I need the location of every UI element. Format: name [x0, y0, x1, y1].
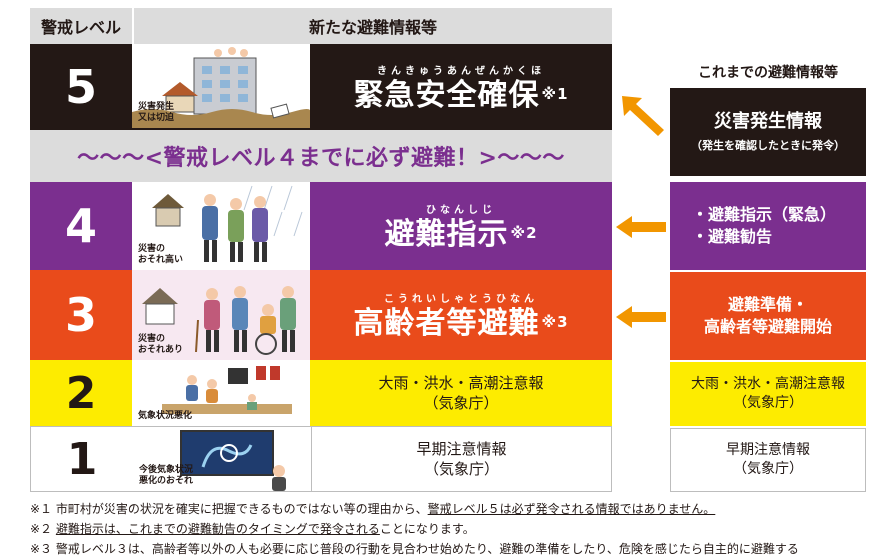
level-2-picture-caption: 気象状況悪化	[138, 411, 193, 421]
level-3-picture-caption: 災害の おそれあり	[138, 334, 184, 355]
level-2-picture: 気象状況悪化	[132, 360, 310, 426]
previous-level-4-line1: ・避難指示（緊急）	[692, 205, 837, 225]
level-5-row: 5 災害発生 又は切迫 きんきゅうあんぜんかくほ 緊急安全確保※1	[30, 44, 612, 130]
previous-level-1-info: 早期注意情報 （気象庁）	[670, 428, 866, 492]
level-4-ruby: ひなんしじ	[426, 204, 496, 216]
level-5-picture-caption: 災害発生 又は切迫	[138, 102, 175, 123]
level-4-new-info: ひなんしじ 避難指示※2	[310, 182, 612, 270]
previous-level-4-info: ・避難指示（緊急） ・避難勧告	[670, 182, 866, 270]
level-3-picture: 災害の おそれあり	[132, 270, 310, 360]
level-1-number: 1	[31, 427, 133, 491]
footnote-2: ※２ 避難指示は、これまでの避難勧告のタイミングで発令されることになります。	[30, 522, 475, 536]
elderly-evacuation-icon	[132, 270, 310, 360]
previous-level-3-line1: 避難準備・	[727, 295, 808, 315]
previous-level-1-line2: （気象庁）	[733, 461, 803, 477]
previous-level-5-line1: 災害発生情報	[714, 111, 822, 133]
level-1-info-line1: 早期注意情報	[416, 439, 507, 458]
level-5-picture: 災害発生 又は切迫	[132, 44, 310, 130]
footnote-1: ※１ 市町村が災害の状況を確実に把握できるものではない等の理由から、警戒レベル５…	[30, 502, 716, 516]
level-4-note-mark: ※2	[510, 223, 538, 242]
level-4-row: 4 災害の おそれ高い ひなんしじ 避難指示※2	[30, 182, 612, 270]
level-5-new-info: きんきゅうあんぜんかくほ 緊急安全確保※1	[310, 44, 612, 130]
new-info-column-header: 新たな避難情報等	[134, 8, 612, 44]
weather-forecast-screen-icon	[133, 427, 311, 491]
level-3-note-mark: ※3	[541, 312, 569, 331]
previous-level-2-line2: （気象庁）	[733, 395, 803, 411]
previous-level-2-line1: 大雨・洪水・高潮注意報	[691, 376, 845, 393]
level-4-number: 4	[30, 182, 132, 270]
level-5-number: 5	[30, 44, 132, 130]
level-column-header: 警戒レベル	[30, 8, 132, 44]
arrow-left-icon-level-3	[616, 306, 666, 328]
level-1-row: 1 今後気象状況 悪化のおそれ 早期注意情報 （気象庁）	[30, 426, 612, 492]
level-4-picture: 災害の おそれ高い	[132, 182, 310, 270]
evacuate-by-level-4-banner: 〜〜〜<警戒レベル４までに必ず避難！>〜〜〜	[30, 130, 612, 182]
level-3-row: 3 災害の おそれあり こうれいしゃとうひなん 高齢者等避難※3	[30, 270, 612, 360]
level-2-number: 2	[30, 360, 132, 426]
level-1-picture: 今後気象状況 悪化のおそれ	[133, 427, 311, 491]
level-2-info-line2: （気象庁）	[423, 394, 499, 412]
family-watching-weather-icon	[132, 360, 310, 426]
level-1-picture-caption: 今後気象状況 悪化のおそれ	[139, 465, 194, 486]
level-1-new-info: 早期注意情報 （気象庁）	[311, 427, 611, 491]
footnote-3: ※３ 警戒レベル３は、高齢者等以外の人も必要に応じ普段の行動を見合わせ始めたり、…	[30, 542, 799, 556]
level-3-title: 高齢者等避難※3	[353, 305, 569, 341]
previous-level-5-line2: （発生を確認したときに発令）	[691, 138, 845, 152]
arrow-left-icon-level-4	[616, 216, 666, 238]
previous-level-3-line2: 高齢者等避難開始	[703, 317, 832, 336]
level-4-picture-caption: 災害の おそれ高い	[138, 244, 184, 265]
level-3-ruby: こうれいしゃとうひなん	[384, 293, 538, 305]
level-1-info-line2: （気象庁）	[423, 460, 499, 478]
previous-level-2-info: 大雨・洪水・高潮注意報 （気象庁）	[670, 362, 866, 426]
previous-level-1-line1: 早期注意情報	[726, 442, 810, 459]
level-5-ruby: きんきゅうあんぜんかくほ	[377, 65, 545, 77]
level-4-title: 避難指示※2	[384, 216, 538, 252]
level-3-number: 3	[30, 270, 132, 360]
flooded-building-icon	[132, 44, 310, 128]
evacuating-people-icon	[132, 182, 310, 270]
level-2-new-info: 大雨・洪水・高潮注意報 （気象庁）	[310, 360, 612, 426]
previous-level-3-info: 避難準備・ 高齢者等避難開始	[670, 272, 866, 360]
level-3-new-info: こうれいしゃとうひなん 高齢者等避難※3	[310, 270, 612, 360]
arrow-up-left-icon	[622, 96, 664, 136]
previous-level-5-info: 災害発生情報 （発生を確認したときに発令）	[670, 88, 866, 176]
previous-info-column-header: これまでの避難情報等	[698, 65, 838, 81]
level-2-row: 2 気象状況悪化 大雨・洪水・高潮注意報 （気象庁）	[30, 360, 612, 426]
level-5-title: 緊急安全確保※1	[353, 77, 569, 113]
level-2-info-line1: 大雨・洪水・高潮注意報	[378, 373, 544, 392]
previous-level-4-line2: ・避難勧告	[692, 227, 773, 246]
level-5-note-mark: ※1	[541, 84, 569, 103]
